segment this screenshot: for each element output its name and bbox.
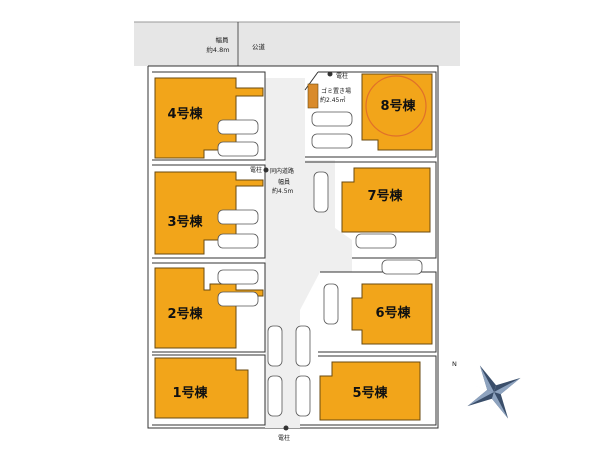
- private-road-width-title: 幅員: [278, 178, 290, 186]
- car: [267, 375, 283, 417]
- compass-north-label: N: [452, 360, 457, 368]
- car: [217, 233, 259, 249]
- private-road-label: 同内道路: [270, 167, 294, 175]
- building-5[interactable]: [319, 361, 421, 421]
- top-road-width-title: 幅員: [216, 35, 230, 44]
- compass-rose-icon: [467, 365, 521, 419]
- building-8-label: 8号棟: [380, 98, 416, 114]
- car: [267, 325, 283, 367]
- top-road-width-value: 約4.8m: [206, 45, 229, 54]
- private-road-width-value: 約4.5m: [272, 187, 294, 195]
- building-8-highlight: [365, 75, 427, 137]
- lot-lines-right: [300, 71, 437, 426]
- utility-pole-mid-label: 電柱: [250, 166, 262, 174]
- utility-pole-top-label: 電柱: [336, 72, 348, 80]
- car: [313, 171, 329, 213]
- building-3[interactable]: [154, 171, 264, 255]
- car: [217, 209, 259, 225]
- car: [295, 325, 311, 367]
- car: [217, 141, 259, 157]
- building-1[interactable]: [154, 357, 249, 419]
- building-6[interactable]: [351, 283, 433, 345]
- lot-lines-left: [152, 71, 266, 426]
- building-2[interactable]: [154, 267, 264, 349]
- building-7[interactable]: [341, 167, 431, 233]
- park-label: 公道: [252, 42, 266, 51]
- building-2-label: 2号棟: [167, 306, 203, 322]
- building-6-label: 6号棟: [375, 305, 411, 321]
- building-3-label: 3号棟: [167, 214, 203, 230]
- trash-area-label: ゴミ置き場: [321, 87, 351, 95]
- parking-cars-right: [311, 111, 423, 325]
- private-road: [265, 78, 352, 428]
- building-1-label: 1号棟: [172, 385, 208, 401]
- parking-cars-left: [217, 119, 259, 307]
- utility-pole-top-icon: [327, 71, 333, 77]
- car: [311, 133, 353, 149]
- trash-area: [307, 83, 319, 109]
- utility-pole-bottom-icon: [283, 425, 289, 431]
- building-4[interactable]: [154, 77, 264, 159]
- car: [381, 259, 423, 275]
- car: [217, 119, 259, 135]
- building-5-label: 5号棟: [352, 385, 388, 401]
- site-boundary: [147, 65, 439, 429]
- parking-cars-bottom: [267, 325, 311, 417]
- car: [355, 233, 397, 249]
- car: [217, 269, 259, 285]
- trash-area-size: 約2.45㎡: [320, 96, 345, 104]
- car: [311, 111, 353, 127]
- car: [323, 283, 339, 325]
- building-4-label: 4号棟: [167, 106, 203, 122]
- car: [217, 291, 259, 307]
- utility-pole-mid-icon: [263, 167, 269, 173]
- public-road: [134, 22, 460, 66]
- building-7-label: 7号棟: [367, 188, 403, 204]
- car: [295, 375, 311, 417]
- utility-pole-bottom-label: 電柱: [278, 434, 290, 442]
